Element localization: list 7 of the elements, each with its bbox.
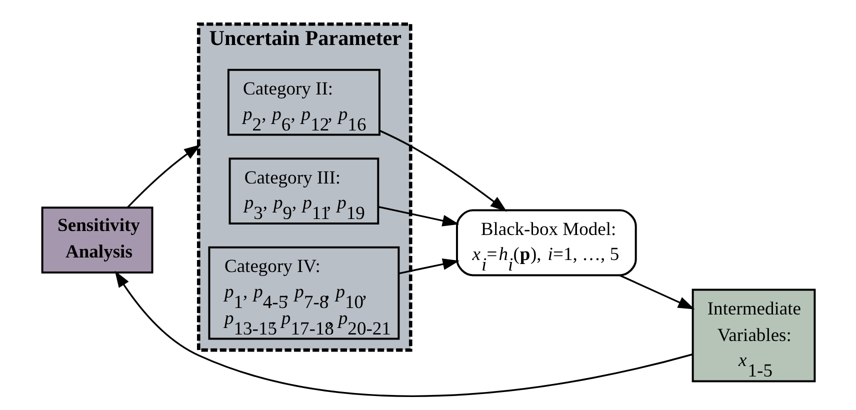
arrow: [379, 130, 506, 212]
node-box: Sensitivity Analysis: [40, 206, 153, 274]
arrow: [398, 258, 459, 274]
arrow: [114, 270, 692, 397]
arrow: [378, 206, 459, 226]
arrow: [619, 274, 694, 310]
arrow: [126, 144, 200, 208]
